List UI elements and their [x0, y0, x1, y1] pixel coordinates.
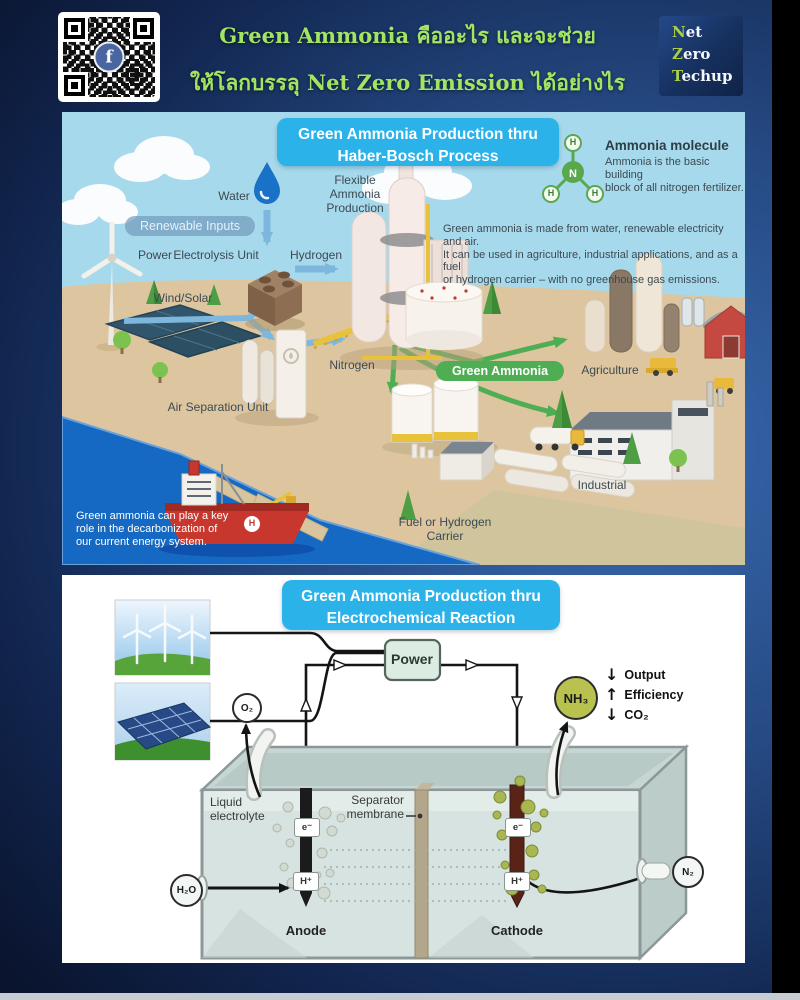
qr-finder-icon: [133, 18, 154, 39]
logo-line2: Zero: [672, 44, 711, 63]
power-feed-wires: [210, 631, 385, 723]
air-separation-unit: [235, 329, 319, 426]
h2o-badge: H₂O: [170, 874, 203, 907]
separator-pointer: [406, 813, 423, 819]
water-label: Water: [218, 189, 250, 203]
facebook-icon: f: [93, 41, 125, 73]
nh3-badge: NH₃: [554, 676, 598, 720]
gas-outlet-tubes: [245, 725, 576, 801]
proton-chip: H⁺: [293, 872, 319, 891]
o2-badge: O₂: [232, 693, 262, 723]
n2-badge: N₂: [672, 856, 704, 888]
hydrogen-label: Hydrogen: [289, 248, 343, 262]
header: f Green Ammonia คืออะไร และจะช่วย ให้โลก…: [0, 0, 800, 110]
fuel-or-hydrogen-carrier-label: Fuel or Hydrogen Carrier: [398, 515, 492, 543]
qr-code: f: [58, 12, 160, 102]
down-arrow-icon: ↓: [605, 665, 619, 684]
molecule-h-label: H: [591, 188, 599, 198]
electron-chip: e⁻: [505, 818, 531, 837]
agriculture-farm: [584, 253, 745, 394]
sand-dark-patch: [392, 490, 745, 565]
page-title-line2: ให้โลกบรรลุ Net Zero Emission ได้อย่างไร: [189, 70, 626, 95]
industrial-site: [569, 381, 724, 481]
ammonia-molecule-icon: [542, 134, 604, 203]
electron-chip: e⁻: [294, 818, 320, 837]
molecule-description: Ammonia is the basic building block of a…: [605, 156, 744, 194]
electrochemical-panel: Green Ammonia Production thru Electroche…: [62, 575, 745, 963]
electrochemical-scene: [114, 599, 690, 961]
green-ammonia-badge: Green Ammonia: [435, 361, 565, 381]
molecule-n-label: N: [569, 168, 577, 180]
industrial-label: Industrial: [577, 478, 627, 492]
molecule-heading: Ammonia molecule: [605, 138, 729, 153]
electrolysis-tank: [198, 744, 690, 961]
output-indicator: ↓ Output: [605, 665, 666, 684]
logo-line3: Techup: [672, 66, 733, 85]
panel2-title-line1: Green Ammonia Production thru: [301, 588, 541, 605]
panel2-title-line2: Electrochemical Reaction: [326, 610, 516, 628]
panel2-title: Green Ammonia Production thru Electroche…: [282, 580, 560, 630]
proton-chip: H⁺: [504, 872, 530, 891]
electrolysis-unit: [245, 270, 305, 331]
page-title: Green Ammonia คืออะไร และจะช่วย ให้โลกบร…: [170, 14, 645, 100]
right-edge-shadow: [772, 0, 800, 1000]
separator-membrane: [415, 783, 435, 790]
agriculture-label: Agriculture: [581, 363, 639, 377]
down-arrow-icon: ↓: [605, 705, 619, 724]
wind-solar-label: Wind/Solar: [153, 291, 213, 305]
tanker-truck: [529, 426, 585, 451]
panel1-title: Green Ammonia Production thru Haber-Bosc…: [277, 118, 559, 166]
panel1-description: Green ammonia is made from water, renewa…: [443, 223, 738, 286]
trees: [113, 280, 687, 520]
power-box: [383, 638, 442, 682]
panel1-title-line2: Haber-Bosch Process: [337, 148, 499, 166]
ion-transfer-dotted-lines: [324, 849, 506, 902]
electrolysis-unit-label: Electrolysis Unit: [173, 248, 259, 262]
ship-helipad-label: H: [248, 518, 256, 528]
molecule-h-label: H: [547, 188, 555, 198]
solar-panels-photo: [114, 682, 211, 761]
ship-note: Green ammonia can play a key role in the…: [76, 510, 229, 548]
sea-water: [62, 415, 481, 565]
air-separation-unit-label: Air Separation Unit: [167, 400, 269, 414]
panel1-title-line1: Green Ammonia Production thru: [298, 126, 538, 143]
power-label: Power: [137, 248, 173, 262]
cathode-label: Cathode: [491, 923, 543, 938]
bottom-strip: [0, 993, 800, 1000]
co2-indicator: ↓ CO₂: [605, 705, 649, 724]
ammonia-plant: [312, 159, 484, 370]
efficiency-indicator: ↑ Efficiency: [605, 685, 684, 704]
liquid-electrolyte-label: Liquid electrolyte: [210, 795, 265, 823]
flexible-ammonia-production-label: Flexible Ammonia Production: [326, 173, 384, 215]
separator-membrane: [414, 789, 429, 959]
renewable-inputs-badge: Renewable Inputs: [124, 216, 256, 236]
power-box-label: Power: [390, 651, 434, 667]
water-drop-icon: [254, 162, 280, 204]
separator-membrane-label: Separator membrane: [346, 793, 404, 821]
up-arrow-icon: ↑: [605, 685, 619, 704]
wind-turbines-photo: [114, 599, 211, 676]
cargo-ship: [159, 460, 315, 557]
qr-finder-icon: [64, 75, 85, 96]
logo-line1: Net: [672, 23, 703, 41]
nitrogen-label: Nitrogen: [329, 358, 375, 372]
netzerotechup-logo: Net Zero Techup: [659, 16, 743, 96]
haber-bosch-panel: Green Ammonia Production thru Haber-Bosc…: [62, 112, 745, 565]
molecule-h-label: H: [569, 137, 577, 147]
anode-label: Anode: [285, 923, 327, 938]
qr-finder-icon: [64, 18, 85, 39]
page-title-line1: Green Ammonia คืออะไร และจะช่วย: [219, 23, 596, 48]
storage-tanks: [382, 376, 635, 498]
